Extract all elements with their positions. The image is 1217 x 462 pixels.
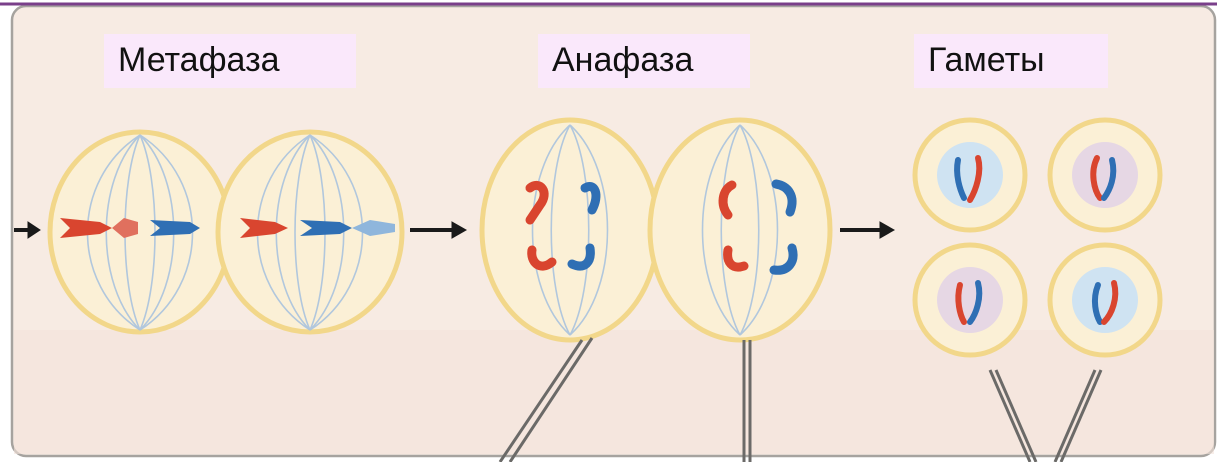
anaphase-label: Анафаза [538,34,750,88]
panel-bottom-shade [14,330,1214,454]
metaphase-label: Метафаза [104,34,356,88]
gametes-label: Гаметы [914,34,1108,88]
